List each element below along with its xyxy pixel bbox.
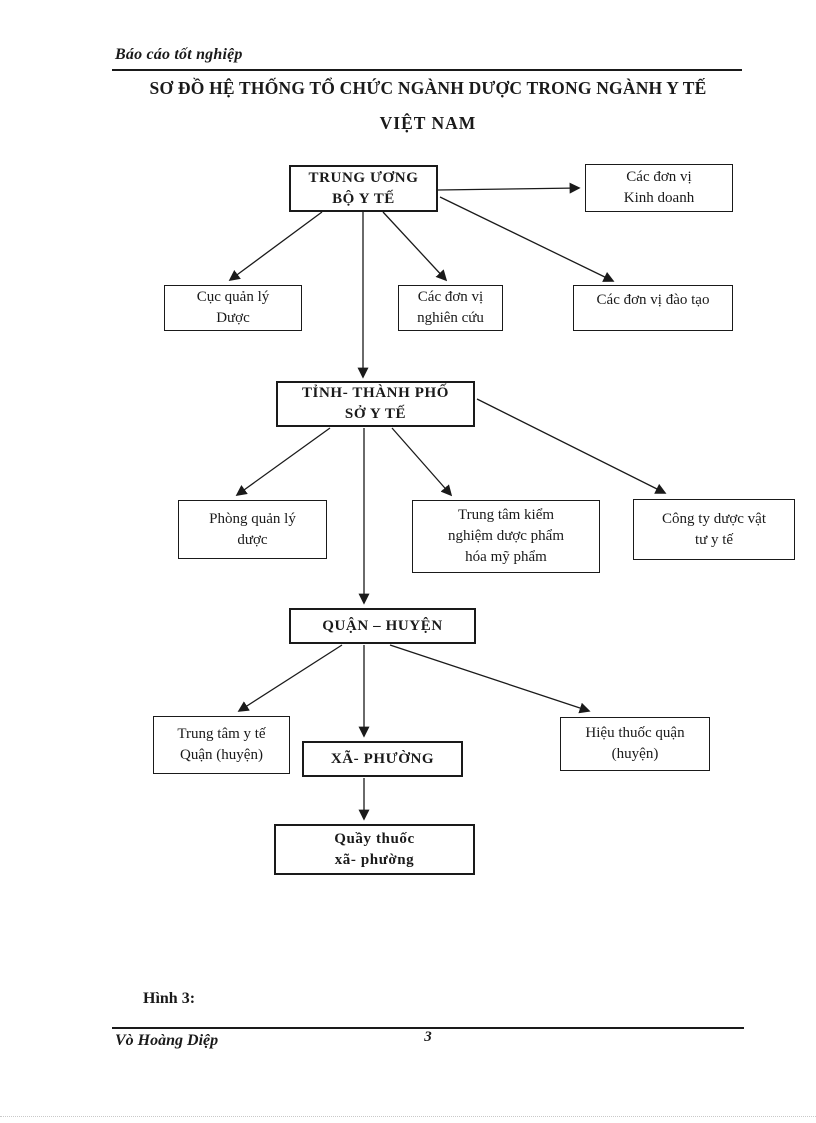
footer-author: Vò Hoàng Diệp <box>115 1032 219 1049</box>
node-quan-huyen: QUẬN – HUYỆN <box>289 608 476 644</box>
arrow-trunguong-to-nghiencuu <box>382 211 448 282</box>
node-trung-tam-y-te-quan-huyen: Trung tâm y tế Quận (huyện) <box>153 716 290 774</box>
node-label: Phòng quản lý <box>209 510 296 527</box>
node-label: (huyện) <box>611 746 659 762</box>
arrow-quanhuyen-to-hieuthuoc <box>389 644 591 714</box>
node-label: XÃ- PHƯỜNG <box>330 750 435 767</box>
node-trung-uong-bo-y-te: TRUNG ƯƠNG BỘ Y TẾ <box>289 165 438 212</box>
node-label: Hiệu thuốc quận <box>585 725 685 741</box>
node-hieu-thuoc-quan-huyen: Hiệu thuốc quận (huyện) <box>560 717 710 771</box>
node-label: dược <box>237 531 268 548</box>
node-label: Các đơn vị đào tạo <box>596 292 710 308</box>
node-trung-tam-kiem-nghiem: Trung tâm kiểm nghiệm dược phẩm hóa mỹ p… <box>412 500 600 573</box>
node-label: TRUNG ƯƠNG <box>308 169 419 186</box>
node-label: tư y tế <box>694 531 734 548</box>
page-title-line2: VIỆT NAM <box>379 113 477 133</box>
node-label: Các đơn vị <box>626 169 692 185</box>
node-label: nghiệm dược phẩm <box>447 528 565 544</box>
arrow-quanhuyen-to-ttytquan <box>237 644 343 712</box>
node-tinh-thanh-pho-so-y-te: TỈNH- THÀNH PHỐ SỞ Y TẾ <box>276 381 475 427</box>
node-cac-don-vi-nghien-cuu: Các đơn vị nghiên cứu <box>398 285 503 331</box>
figure-caption: Hình 3: <box>143 990 196 1007</box>
node-label: hóa mỹ phẩm <box>465 549 547 565</box>
scan-edge-artifact <box>0 1116 816 1117</box>
node-label: BỘ Y TẾ <box>332 190 395 207</box>
node-phong-quan-ly-duoc: Phòng quản lý dược <box>178 500 327 559</box>
arrow-tinh-to-phongqld <box>235 427 331 496</box>
node-label: Quận (huyện) <box>180 747 263 763</box>
header-rule <box>112 69 742 71</box>
node-label: TỈNH- THÀNH PHỐ <box>301 385 450 401</box>
node-label: nghiên cứu <box>417 310 484 326</box>
arrow-tinh-to-congty <box>476 398 667 494</box>
node-label: Trung tâm kiểm <box>457 507 555 523</box>
node-label: Trung tâm y tế <box>177 726 266 742</box>
node-label: Các đơn vị <box>417 289 484 305</box>
node-cac-don-vi-dao-tao: Các đơn vị đào tạo <box>573 285 733 331</box>
arrow-tinh-to-ttkn <box>391 427 453 497</box>
page-title-line1: SƠ ĐỒ HỆ THỐNG TỔ CHỨC NGÀNH DƯỢC TRONG … <box>149 78 707 98</box>
node-cac-don-vi-kinh-doanh: Các đơn vị Kinh doanh <box>585 164 733 212</box>
node-label: SỞ Y TẾ <box>344 406 407 422</box>
arrow-trunguong-to-kinhdoanh <box>437 182 581 194</box>
node-label: Công ty dược vật <box>662 510 766 527</box>
arrow-trunguong-to-cucqld <box>228 211 323 281</box>
node-cuc-quan-ly-duoc: Cục quản lý Dược <box>164 285 302 331</box>
footer-rule <box>112 1027 744 1029</box>
node-label: xã- phường <box>334 851 415 868</box>
node-quay-thuoc-xa-phuong: Quầy thuốc xã- phường <box>274 824 475 875</box>
node-label: QUẬN – HUYỆN <box>322 617 443 634</box>
node-label: Quầy thuốc <box>334 830 415 847</box>
node-label: Cục quản lý <box>196 289 270 305</box>
running-header: Báo cáo tốt nghiệp <box>115 46 243 63</box>
page-number: 3 <box>424 1029 432 1045</box>
node-label: Dược <box>216 310 250 326</box>
node-xa-phuong: XÃ- PHƯỜNG <box>302 741 463 777</box>
node-cong-ty-duoc-vat-tu-y-te: Công ty dược vật tư y tế <box>633 499 795 560</box>
node-label: Kinh doanh <box>623 190 695 206</box>
